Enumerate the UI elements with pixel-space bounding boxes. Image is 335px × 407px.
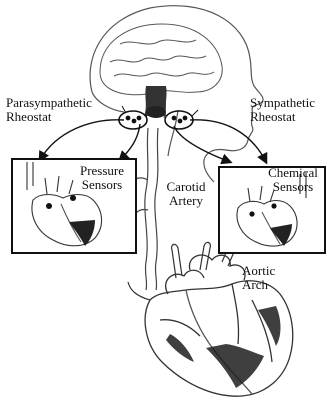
parasympathetic-label-line2: Rheostat	[6, 110, 92, 124]
brainstem	[144, 86, 167, 118]
pressure-sensors-label: Pressure Sensors	[70, 164, 134, 192]
chemical-label-line1: Chemical	[262, 166, 324, 180]
aortic-label-line1: Aortic	[242, 264, 275, 278]
pressure-label-line2: Sensors	[70, 178, 134, 192]
chemical-sensors-label: Chemical Sensors	[262, 166, 324, 194]
arrow-to-chemical-right	[190, 120, 266, 162]
pressure-label-line1: Pressure	[70, 164, 134, 178]
arrow-to-pressure-left	[40, 120, 124, 160]
carotid-label-line2: Artery	[158, 194, 214, 208]
arrows	[40, 120, 266, 162]
sympathetic-label: Sympathetic Rheostat	[250, 96, 315, 124]
aortic-arch-label: Aortic Arch	[242, 264, 275, 292]
sympathetic-rheostat-dial	[165, 111, 193, 129]
arrow-to-chemical-left	[174, 126, 230, 162]
carotid-label-line1: Carotid	[158, 180, 214, 194]
parasympathetic-label-line1: Parasympathetic	[6, 96, 92, 110]
head-outline	[90, 6, 263, 182]
heart-shading	[166, 306, 281, 388]
carotid-artery-label: Carotid Artery	[158, 180, 214, 208]
sympathetic-label-line1: Sympathetic	[250, 96, 315, 110]
sympathetic-leader	[192, 110, 198, 116]
chemical-label-line2: Sensors	[262, 180, 324, 194]
parasympathetic-label: Parasympathetic Rheostat	[6, 96, 92, 124]
sympathetic-label-line2: Rheostat	[250, 110, 315, 124]
aortic-label-line2: Arch	[242, 278, 275, 292]
